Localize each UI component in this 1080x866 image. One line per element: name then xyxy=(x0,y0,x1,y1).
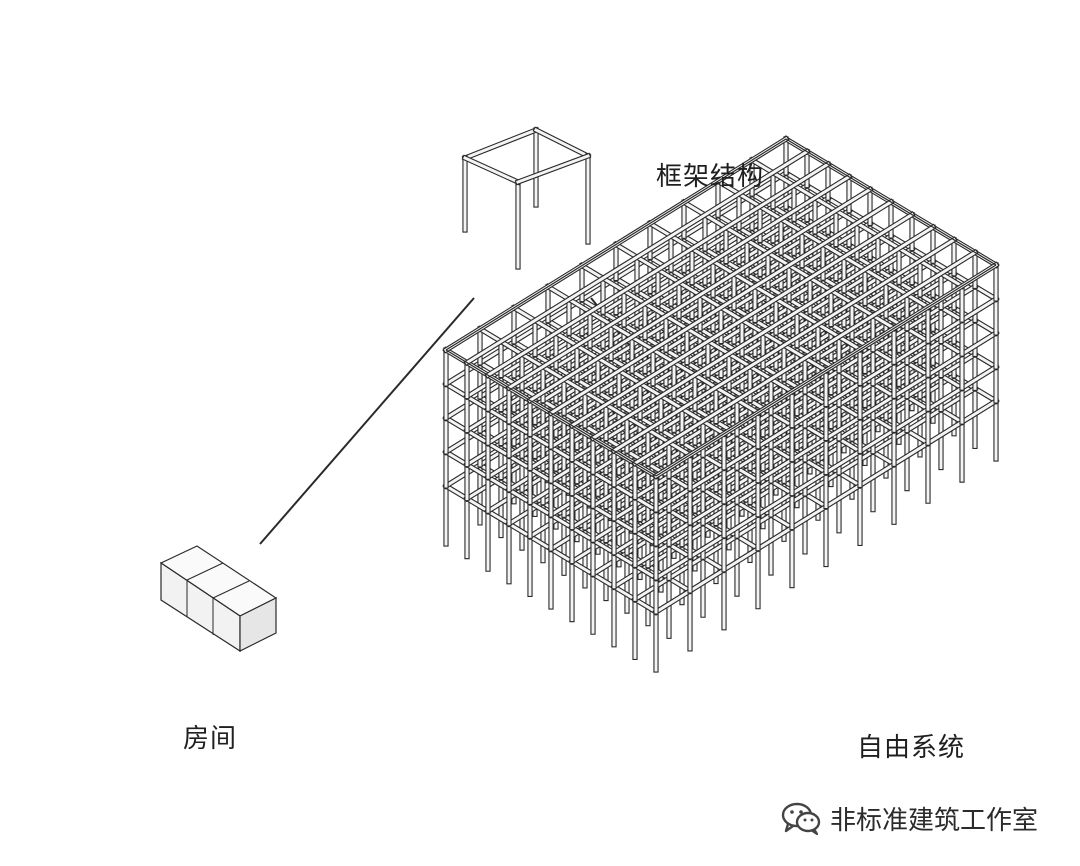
grid-beam-v-core xyxy=(569,212,915,428)
grid-top-edge xyxy=(445,138,787,351)
frame-beam-front-left-core xyxy=(463,156,520,184)
room-label: 房间 xyxy=(183,724,238,754)
room-divider-top xyxy=(212,580,250,599)
grid-beam-v-core xyxy=(527,187,873,403)
grid-beam-v-core xyxy=(485,162,831,378)
grid-beam-v-core xyxy=(506,174,852,390)
grid-top-edge xyxy=(655,264,997,477)
grid-beam-v-core xyxy=(590,225,936,441)
grid-top-edge xyxy=(785,138,997,266)
grid-beam-v-core xyxy=(548,199,894,416)
frame-module-drawing xyxy=(461,126,592,270)
watermark: 非标准建筑工作室 xyxy=(780,798,1038,838)
grid-beam-v-core xyxy=(611,237,957,453)
watermark-text: 非标准建筑工作室 xyxy=(830,805,1039,836)
free-system-label: 自由系统 xyxy=(857,733,966,763)
free-system-grid-drawing xyxy=(442,135,1000,673)
frame-beam-front-right-core xyxy=(516,154,590,184)
grid-layer xyxy=(442,135,1000,673)
frame-structure-label: 框架结构 xyxy=(656,162,765,192)
grid-outline xyxy=(445,138,997,477)
room-divider-top xyxy=(186,562,224,581)
room-module-drawing xyxy=(159,545,278,653)
frame-beam-back-left-core xyxy=(463,128,538,160)
grid-top-edge xyxy=(445,349,657,477)
room-side-face xyxy=(239,597,277,652)
grid-beam-v-core xyxy=(632,250,978,466)
grid-beam-v-core xyxy=(464,149,810,365)
wechat-icon xyxy=(781,802,821,836)
frame-beam-back-right-core xyxy=(533,127,591,159)
connector-line-left xyxy=(259,297,475,545)
